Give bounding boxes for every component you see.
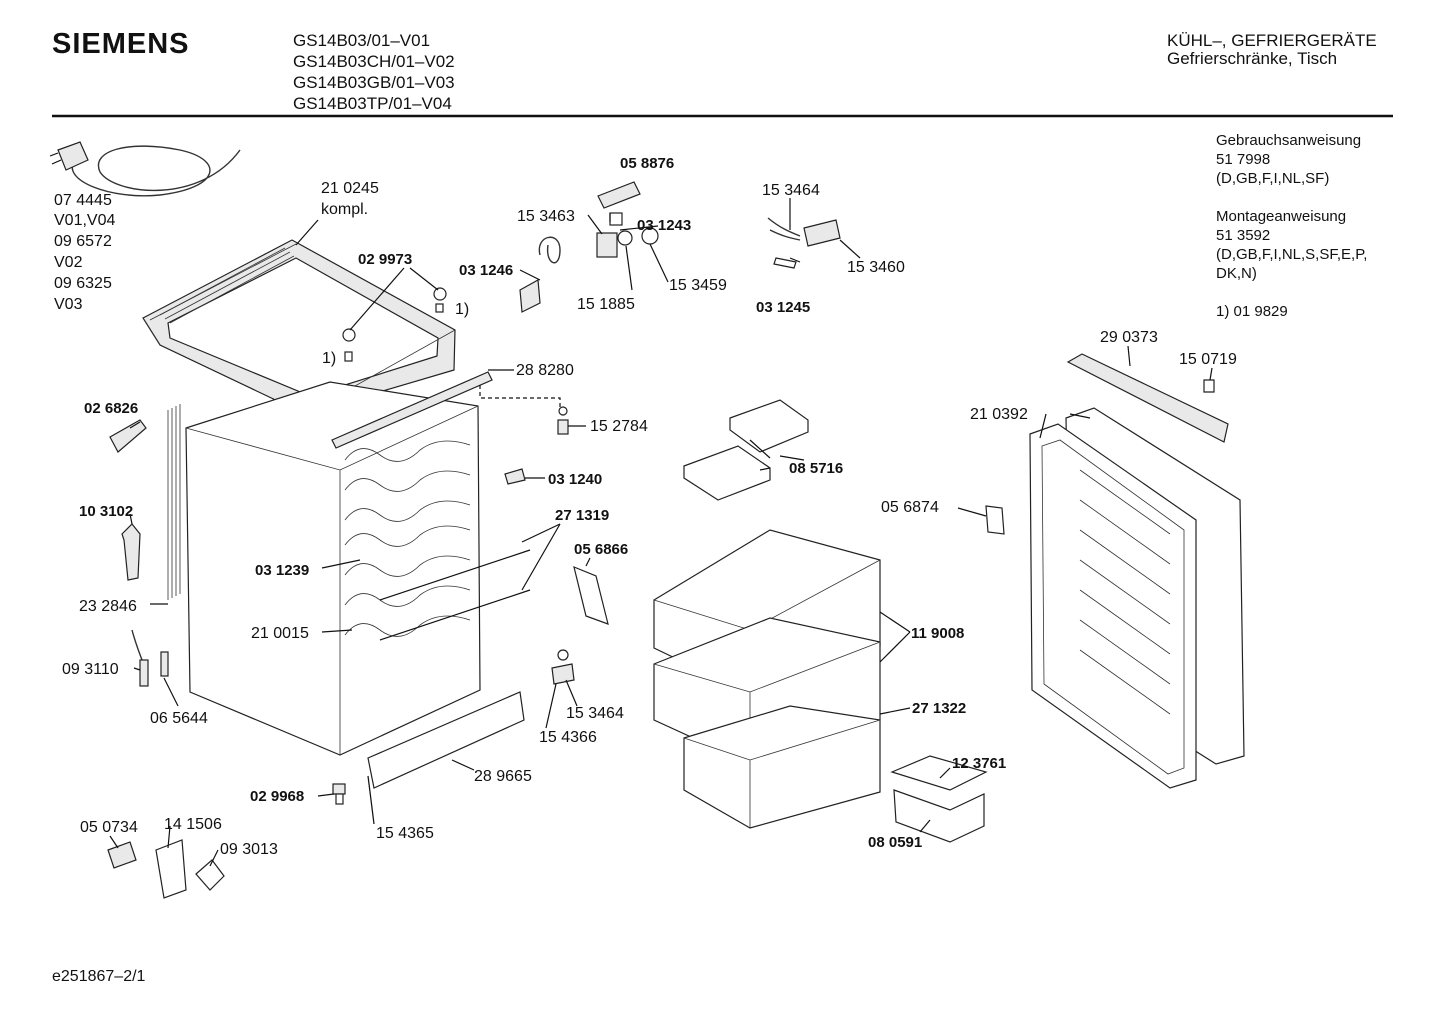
label-288280: 28 8280 (516, 362, 574, 379)
label-kompl: kompl. (321, 201, 368, 218)
drawers-drawing (653, 529, 881, 829)
label-271322: 27 1322 (912, 700, 966, 717)
manual-title: Gebrauchsanweisung (1216, 132, 1361, 149)
label-031243: 03 1243 (637, 217, 691, 234)
label-150719: 15 0719 (1179, 351, 1237, 368)
label-096325: 09 6325 (54, 275, 112, 292)
kickplate-289665-drawing (367, 691, 525, 789)
screw-cluster-drawing (342, 287, 447, 362)
worktop-drawing (142, 239, 456, 415)
documentation-info: Gebrauchsanweisung 51 7998 (D,GB,F,I,NL,… (1216, 132, 1367, 320)
footnote: 1) 01 9829 (1216, 303, 1288, 320)
manual-languages: (D,GB,F,I,NL,SF) (1216, 170, 1329, 187)
category-title: KÜHL–, GEFRIERGERÄTE (1167, 31, 1377, 50)
model-1: GS14B03/01–V01 (293, 31, 430, 50)
lamp-cluster-drawing (767, 217, 841, 269)
label-210245: 21 0245 (321, 180, 379, 197)
drawing-id: e251867–2/1 (52, 968, 146, 985)
label-080591: 08 0591 (868, 834, 922, 851)
install-languages-2: DK,N) (1216, 265, 1257, 282)
install-number: 51 3592 (1216, 227, 1270, 244)
label-031245: 03 1245 (756, 299, 810, 316)
power-cord-drawing (49, 141, 241, 197)
part-056874-drawing (985, 505, 1005, 535)
label-153464-top: 15 3464 (762, 182, 820, 199)
label-029973: 02 9973 (358, 251, 412, 268)
category-subtitle: Gefrierschränke, Tisch (1167, 49, 1337, 68)
label-056866: 05 6866 (574, 541, 628, 558)
label-footnote-a: 1) (455, 301, 469, 318)
manual-number: 51 7998 (1216, 151, 1270, 168)
handle-290373-drawing (1066, 353, 1229, 443)
install-title: Montageanweisung (1216, 208, 1346, 225)
cabinet-body-drawing (167, 381, 531, 756)
label-232846: 23 2846 (79, 598, 137, 615)
cold-packs-drawing (683, 399, 809, 501)
model-3: GS14B03GB/01–V03 (293, 73, 455, 92)
label-031240: 03 1240 (548, 471, 602, 488)
hinge-parts-drawing (551, 649, 575, 685)
label-210015: 21 0015 (251, 625, 309, 642)
bulb-152784-drawing (557, 406, 569, 435)
part-103102-drawing (121, 523, 141, 581)
model-list: GS14B03/01–V01 GS14B03CH/01–V02 GS14B03G… (293, 31, 455, 113)
strip-dashed-leader (479, 385, 561, 410)
label-152784: 15 2784 (590, 418, 648, 435)
install-languages-1: (D,GB,F,I,NL,S,SF,E,P, (1216, 246, 1367, 263)
label-153464-bottom: 15 3464 (566, 705, 624, 722)
label-119008: 11 9008 (911, 625, 964, 642)
label-123761: 12 3761 (952, 755, 1006, 772)
label-093110: 09 3110 (62, 661, 119, 678)
label-290373: 29 0373 (1100, 329, 1158, 346)
label-056874: 05 6874 (881, 499, 939, 516)
label-103102: 10 3102 (79, 503, 133, 520)
thermostat-cluster-drawing (519, 181, 659, 313)
label-065644: 06 5644 (150, 710, 208, 727)
label-141506: 14 1506 (164, 816, 222, 833)
label-096572: 09 6572 (54, 233, 112, 250)
label-v03: V03 (54, 296, 83, 313)
label-085716: 08 5716 (789, 460, 843, 477)
label-151885: 15 1885 (577, 296, 635, 313)
part-labels: 07 4445 V01,V04 09 6572 V02 09 6325 V03 … (54, 155, 1237, 858)
sensor-parts-drawing (131, 629, 169, 687)
label-v02: V02 (54, 254, 83, 271)
part-056866-drawing (573, 565, 609, 625)
model-2: GS14B03CH/01–V02 (293, 52, 455, 71)
label-029968: 02 9968 (250, 788, 304, 805)
label-093013: 09 3013 (220, 841, 278, 858)
foot-screw-drawing (332, 783, 346, 805)
leader-lines (109, 198, 1213, 867)
label-026826: 02 6826 (84, 400, 138, 417)
brand-logo: SIEMENS (52, 28, 190, 60)
label-v01v04: V01,V04 (54, 212, 115, 229)
fan-parts-drawing (107, 839, 225, 899)
label-031239: 03 1239 (255, 562, 309, 579)
part-031240-drawing (504, 468, 526, 485)
label-058876: 05 8876 (620, 155, 674, 172)
model-4: GS14B03TP/01–V04 (293, 94, 452, 113)
cap-150719-drawing (1203, 379, 1215, 393)
label-271319: 27 1319 (555, 507, 609, 524)
part-026826-drawing (109, 419, 147, 453)
label-154366: 15 4366 (539, 729, 597, 746)
label-153459: 15 3459 (669, 277, 727, 294)
door-drawing (1029, 407, 1245, 789)
label-289665: 28 9665 (474, 768, 532, 785)
label-154365: 15 4365 (376, 825, 434, 842)
label-153460: 15 3460 (847, 259, 905, 276)
label-074445: 07 4445 (54, 192, 112, 209)
strip-288280-drawing (331, 371, 493, 449)
label-050734: 05 0734 (80, 819, 138, 836)
ice-tray-drawing (890, 755, 988, 843)
label-footnote-b: 1) (322, 350, 336, 367)
label-153463: 15 3463 (517, 208, 575, 225)
label-031246: 03 1246 (459, 262, 513, 279)
label-210392: 21 0392 (970, 406, 1028, 423)
